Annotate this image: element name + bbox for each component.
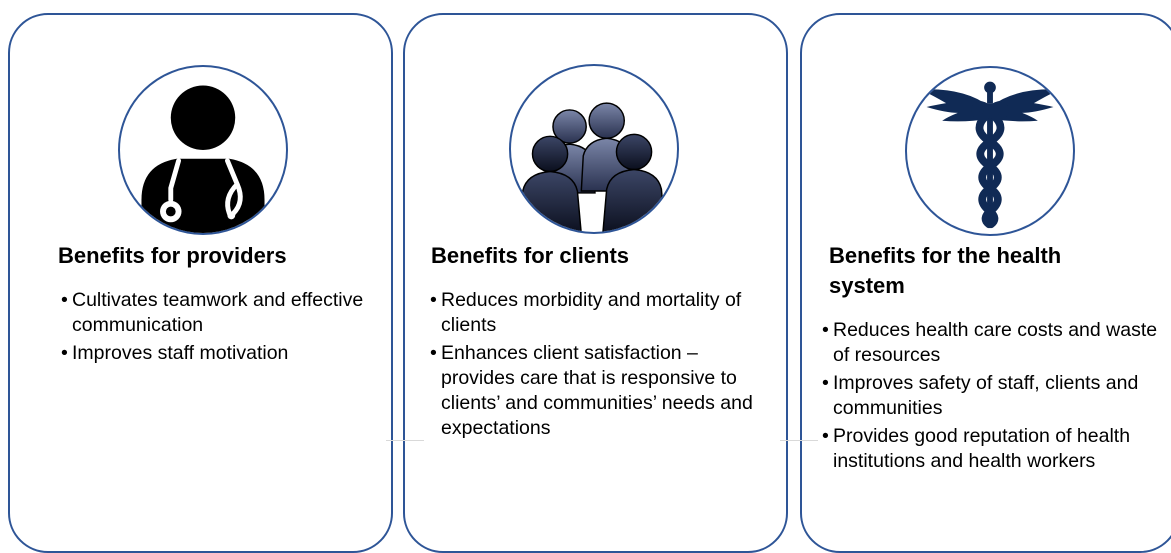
benefits-list: Cultivates teamwork and effective commun… <box>61 288 381 369</box>
benefits-list: Reduces morbidity and mortality of clien… <box>430 288 775 444</box>
list-item: Enhances client satisfaction – provides … <box>430 341 775 441</box>
health-system-benefits-card: Benefits for the health system Reduces h… <box>800 13 1171 553</box>
group-of-people-icon <box>518 102 666 232</box>
card-title: Benefits for providers <box>58 243 287 268</box>
doctor-icon-circle <box>118 65 288 235</box>
caduceus-icon-circle <box>905 66 1075 236</box>
list-item: Provides good reputation of health insti… <box>822 424 1167 474</box>
list-item: Reduces health care costs and waste of r… <box>822 318 1167 368</box>
clients-benefits-card: Benefits for clients Reduces morbidity a… <box>403 13 788 553</box>
divider <box>386 440 424 441</box>
list-item: Improves safety of staff, clients and co… <box>822 371 1167 421</box>
list-item: Reduces morbidity and mortality of clien… <box>430 288 775 338</box>
providers-benefits-card: Benefits for providers Cultivates teamwo… <box>8 13 393 553</box>
list-item: Cultivates teamwork and effective commun… <box>61 288 381 338</box>
card-title: Benefits for the health system <box>829 243 1062 298</box>
divider <box>780 440 818 441</box>
people-icon-circle <box>509 64 679 234</box>
list-item: Improves staff motivation <box>61 341 381 366</box>
doctor-stethoscope-icon <box>141 85 265 233</box>
benefits-list: Reduces health care costs and waste of r… <box>822 318 1167 477</box>
card-title: Benefits for clients <box>431 243 630 268</box>
caduceus-icon <box>920 81 1060 229</box>
